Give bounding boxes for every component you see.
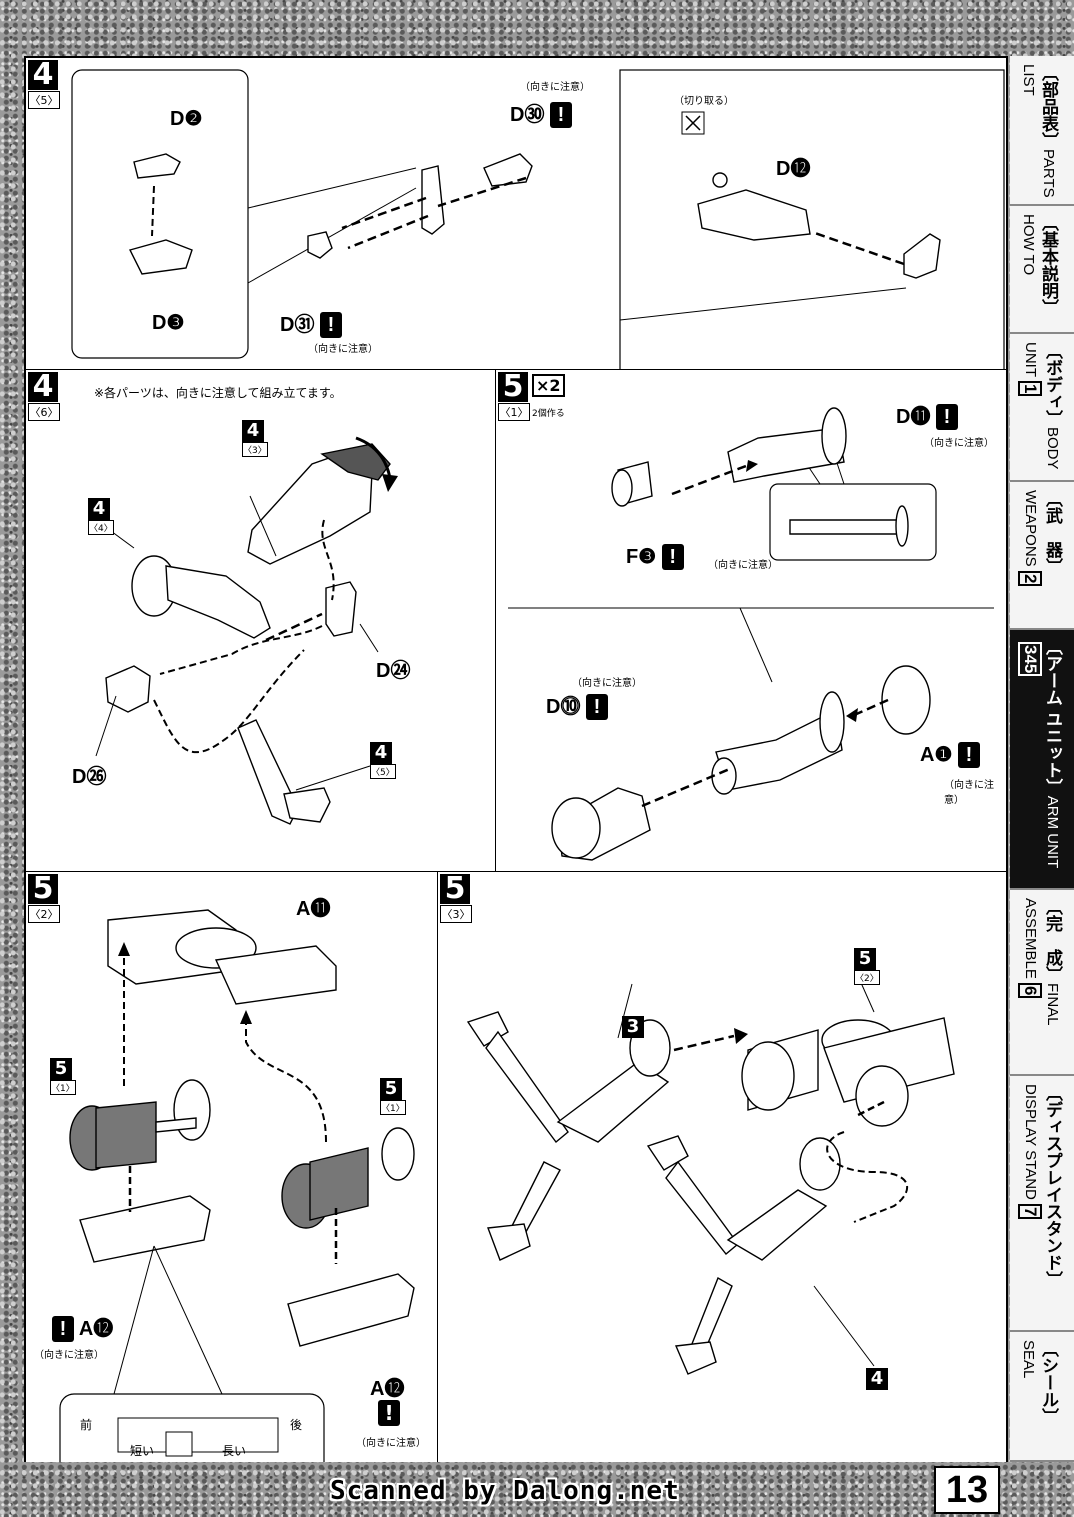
panel-step-4-6: 4 〈6〉 ※各パーツは、向きに注意して組み立てます。 — [26, 370, 496, 872]
orientation-note: （向きに注意） — [356, 1438, 426, 1449]
step-substep: 〈2〉 — [28, 905, 60, 923]
step-substep: 〈3〉 — [440, 905, 472, 923]
step-5-1-illustration — [508, 407, 994, 861]
warning-icon: ! — [661, 544, 684, 570]
part-label-d2: D❷ — [170, 108, 203, 130]
orientation-note: （向きに注意） — [944, 780, 994, 806]
panel-step-5-1: 5 〈1〉 ×2 2個作る — [496, 370, 1006, 872]
back-label: 後 — [290, 1418, 303, 1432]
warning-icon-wrap: ! — [378, 1400, 400, 1426]
step-substep: 〈1〉 — [498, 403, 530, 421]
part-label-d24: D㉔ — [376, 660, 411, 682]
orientation-note: （向きに注意） — [520, 82, 590, 93]
part-label-a12-right: A⓬ — [370, 1378, 405, 1400]
substep-ref-5-2: 5〈2〉 — [854, 948, 880, 985]
sidebar-tab-display-stand[interactable]: 〔ディスプレイスタンド〕DISPLAY STAND7 — [1010, 1076, 1074, 1332]
sidebar-tab-arm-unit[interactable]: 〔アーム ユニット〕ARM UNIT345 — [1010, 630, 1074, 890]
step-number: 4 — [28, 60, 58, 90]
scan-credit: Scanned by Dalong.net — [330, 1476, 680, 1506]
part-label-d26: D㉖ — [72, 766, 107, 788]
step-5-3-illustration — [466, 975, 955, 1375]
section-sidebar: 〔部品表〕PARTS LIST 〔基本説明〕HOW TO 〔ボディ〕BODY U… — [1010, 56, 1074, 1462]
substep-ref-5-1: 5〈1〉 — [50, 1058, 76, 1095]
panel-step-4-5: 4 〈5〉 D❷ — [26, 58, 1006, 370]
step-4-6-illustration — [95, 436, 398, 825]
orientation-note: （向きに注意） — [708, 560, 778, 571]
instruction-page: 4 〈5〉 D❷ — [24, 56, 1008, 1462]
step-number: 5 — [440, 874, 470, 904]
warning-icon: ! — [378, 1400, 400, 1426]
warning-icon: ! — [320, 312, 343, 338]
sidebar-tab-body-unit[interactable]: 〔ボディ〕BODY UNIT1 — [1010, 334, 1074, 482]
substep-ref-4-3: 4〈3〉 — [242, 420, 268, 457]
sidebar-tab-final-assemble[interactable]: 〔完 成〕FINAL ASSEMBLE6 — [1010, 890, 1074, 1076]
step-number: 5 — [498, 372, 528, 402]
instruction-text: ※各パーツは、向きに注意して組み立てます。 — [94, 386, 342, 400]
step-ref-3: 3 — [622, 1016, 644, 1038]
part-label-d11: D⓫ ! — [896, 400, 959, 430]
part-label-a11: A⓫ — [296, 898, 331, 920]
part-label-f3: F❸ ! — [626, 544, 684, 570]
part-label-d31: D㉛ ! — [280, 308, 343, 338]
cut-note: （切り取る） — [674, 96, 734, 107]
orientation-note: （向きに注意） — [572, 678, 642, 689]
panel-step-5-3: 5 〈3〉 — [438, 872, 1006, 1462]
warning-icon: ! — [550, 102, 573, 128]
warning-icon: ! — [52, 1316, 74, 1342]
substep-ref-5-1: 5〈1〉 — [380, 1078, 406, 1115]
long-label: 長い — [222, 1444, 247, 1458]
page-number: 13 — [934, 1466, 1000, 1514]
part-label-d10: D⓾ ! — [546, 690, 609, 720]
sidebar-tab-seal[interactable]: 〔シール〕SEAL — [1010, 1332, 1074, 1462]
make-two-note: 2個作る — [532, 409, 565, 419]
orientation-note: （向きに注意） — [34, 1350, 104, 1361]
short-label: 短い — [130, 1444, 155, 1458]
substep-ref-4-5: 4〈5〉 — [370, 742, 396, 779]
step-5-2-illustration — [59, 909, 415, 1462]
substep-ref-4-4: 4〈4〉 — [88, 498, 114, 535]
step-substep: 〈5〉 — [28, 91, 60, 109]
front-label: 前 — [80, 1418, 93, 1432]
warning-icon: ! — [936, 404, 959, 430]
orientation-note: （向きに注意） — [924, 438, 994, 449]
warning-icon: ! — [957, 742, 980, 768]
part-label-d12: D⓬ — [776, 158, 811, 180]
sidebar-tab-how-to[interactable]: 〔基本説明〕HOW TO — [1010, 206, 1074, 334]
part-label-a1: A❶ ! — [920, 742, 980, 768]
part-label-a12-left: ! A⓬ — [52, 1312, 113, 1342]
step-number: 5 — [28, 874, 58, 904]
orientation-note: （向きに注意） — [308, 344, 378, 355]
part-label-d3: D❸ — [152, 312, 185, 334]
warning-icon: ! — [586, 694, 609, 720]
sidebar-tab-parts-list[interactable]: 〔部品表〕PARTS LIST — [1010, 56, 1074, 206]
step-ref-4: 4 — [866, 1368, 888, 1390]
step-4-5-illustration — [71, 69, 1005, 369]
step-number: 4 — [28, 372, 58, 402]
multiplier-badge: ×2 — [532, 374, 565, 397]
sidebar-tab-weapons[interactable]: 〔武 器〕WEAPONS2 — [1010, 482, 1074, 630]
part-label-d30: D㉚ ! — [510, 98, 573, 128]
step-substep: 〈6〉 — [28, 403, 60, 421]
panel-step-5-2: 5 〈2〉 — [26, 872, 438, 1462]
